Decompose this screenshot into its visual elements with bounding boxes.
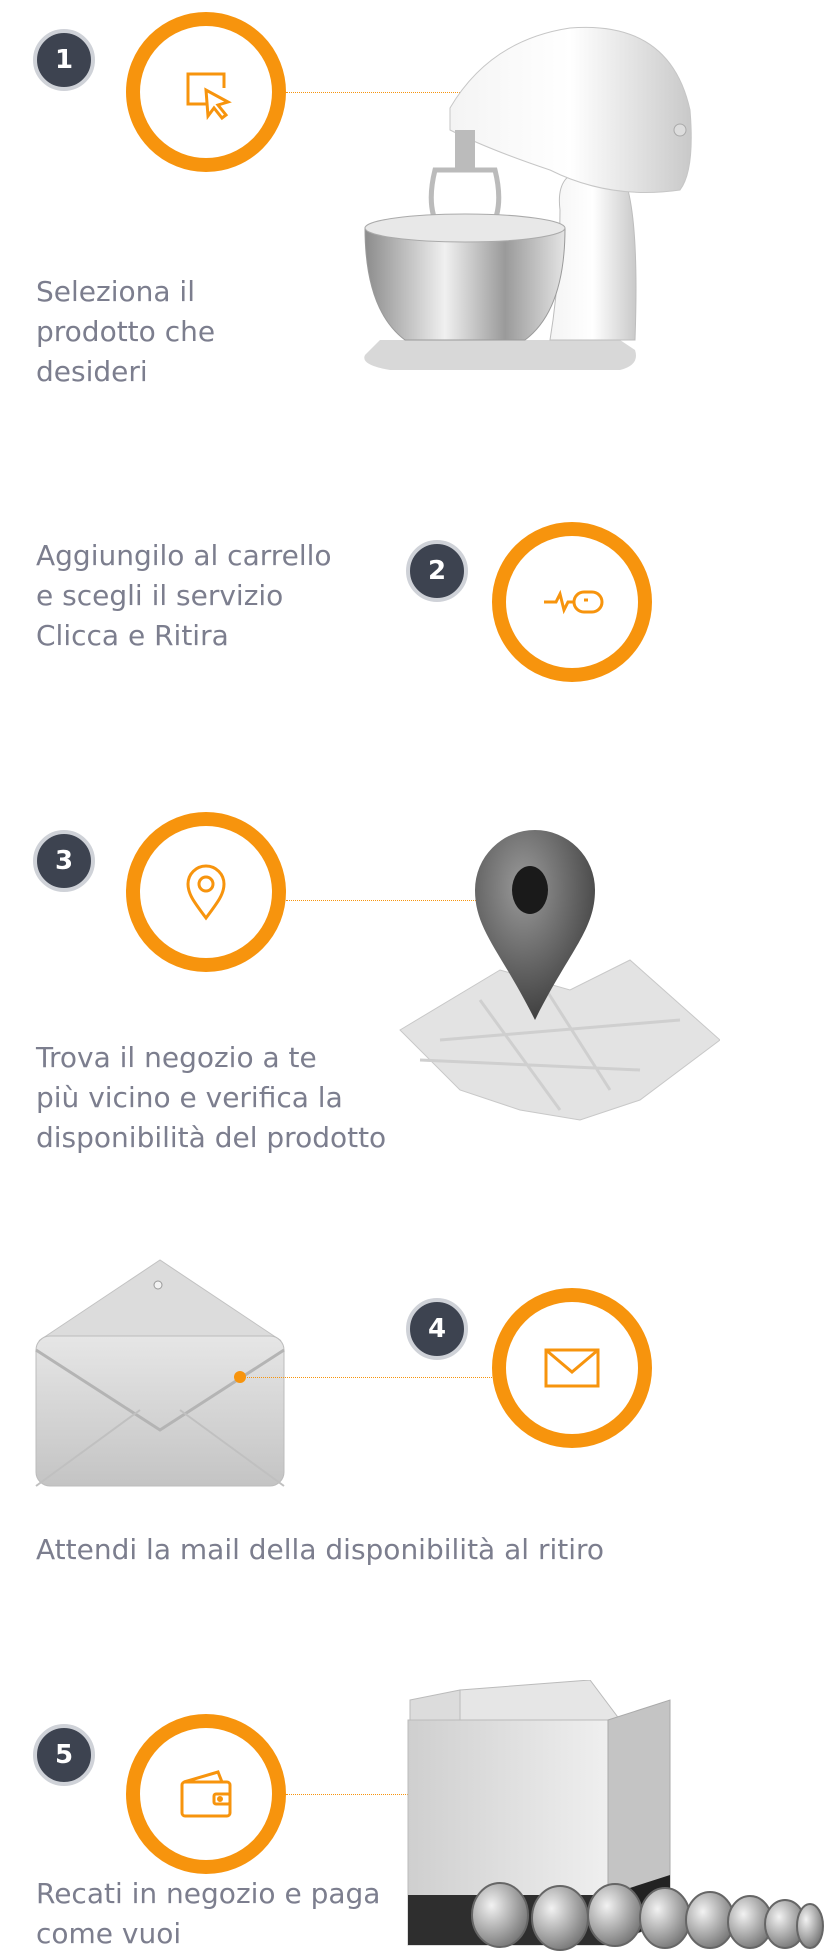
step-number-badge: 4 [406,1298,468,1360]
step-caption: Seleziona il prodotto che desideri [36,275,216,388]
step-caption: Recati in negozio e paga come vuoi [36,1877,381,1950]
step-icon-ring [492,522,652,682]
step-caption: Trova il negozio a te più vicino e verif… [36,1041,387,1154]
box-coins-image [407,1680,824,1951]
step-icon-ring [126,812,286,972]
step-1: 1 Seleziona il prodotto che desideri [0,0,824,420]
step-4: 4 Attendi la mail della disponibilità al… [0,1240,824,1600]
step-caption: Aggiungilo al carrello e scegli il servi… [36,539,332,652]
step-caption: Attendi la mail della disponibilità al r… [36,1533,605,1566]
step-icon-ring [126,12,286,172]
step-number-badge: 3 [33,830,95,892]
step-number-badge: 1 [33,29,95,91]
wallet-icon [180,1770,232,1818]
map-pin-image [399,830,720,1121]
connector-line [286,92,532,93]
envelope-image [35,1259,285,1487]
stand-mixer-image [364,26,692,370]
connector-line [238,1377,506,1378]
step-5: 5 Recati in negozio e [0,1680,824,1952]
step-2: Aggiungilo al carrello e scegli il servi… [0,500,824,760]
connector-dot [234,1371,246,1383]
connector-line [286,900,530,901]
step-number-badge: 2 [406,540,468,602]
map-pin-icon [186,864,226,921]
step-number-badge: 5 [33,1724,95,1786]
cursor-click-icon [186,72,232,121]
step-icon-ring [492,1288,652,1448]
step-3: 3 Trova il negozio a te più vicino e ver… [0,800,824,1180]
step-icon-ring [126,1714,286,1874]
mouse-icon [544,589,604,615]
envelope-icon [544,1348,600,1388]
